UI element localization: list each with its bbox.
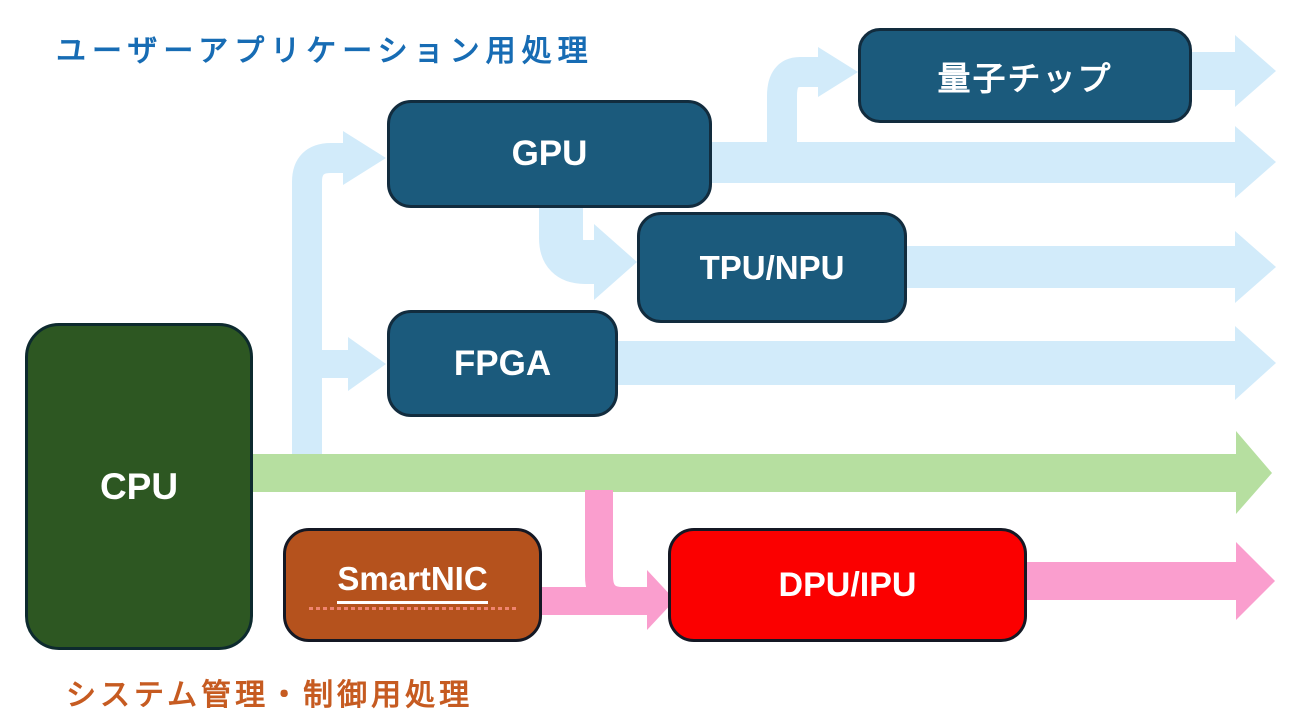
arrow-shaft	[767, 57, 818, 175]
arrow-head	[343, 131, 386, 185]
arrow-gpu-to-tpu	[539, 204, 637, 300]
arrow-shaft	[712, 142, 1235, 183]
tpu-npu-label: TPU/NPU	[699, 248, 845, 286]
arrow-gpu-to-edge	[712, 126, 1276, 198]
fpga-node: FPGA	[387, 310, 618, 417]
arrow-shaft	[322, 350, 348, 378]
arrow-shaft	[539, 204, 594, 284]
arrow-cpu-to-fpga	[322, 337, 386, 391]
arrow-head	[594, 224, 637, 300]
arrow-quantum-to-edge	[1190, 35, 1276, 107]
gpu-node: GPU	[387, 100, 712, 208]
quantum-chip-node: 量子チップ	[858, 28, 1192, 123]
fpga-label: FPGA	[453, 343, 552, 383]
arrow-head	[1235, 126, 1276, 198]
arrow-cpu-to-edge	[253, 431, 1272, 514]
arrow-cpu-to-dpu	[585, 490, 623, 615]
arrow-shaft	[292, 143, 343, 458]
arrow-head	[348, 337, 386, 391]
arrow-head	[1236, 542, 1275, 620]
arrow-smartnic-to-dpu	[541, 570, 675, 630]
arrow-shaft	[253, 454, 1236, 492]
arrow-head	[818, 47, 858, 97]
tpu-npu-node: TPU/NPU	[637, 212, 907, 323]
system-processing-title: システム管理・制御用処理	[66, 679, 474, 712]
arrow-fpga-to-edge	[616, 326, 1276, 400]
arrow-head	[1236, 431, 1272, 514]
user-processing-title: ユーザーアプリケーション用処理	[56, 35, 594, 68]
arrow-shaft	[1026, 562, 1236, 600]
gpu-label: GPU	[511, 134, 588, 173]
arrow-cpu-to-gpu	[292, 131, 386, 458]
arrow-dpu-to-edge	[1026, 542, 1275, 620]
arrow-shaft	[616, 341, 1235, 385]
quantum-chip-label: 量子チップ	[937, 59, 1113, 97]
arrow-head	[1235, 231, 1276, 303]
dpu-ipu-node: DPU/IPU	[668, 528, 1027, 642]
arrow-head	[647, 570, 675, 630]
arrow-shaft	[905, 246, 1235, 288]
arrow-shaft	[541, 587, 647, 615]
dpu-ipu-label: DPU/IPU	[778, 565, 917, 604]
smartnic-label: SmartNIC	[337, 560, 488, 604]
smartnic-node: SmartNIC	[283, 528, 542, 642]
arrow-gpu-to-quantum	[767, 47, 858, 175]
arrow-shaft	[585, 490, 623, 615]
cpu-label: CPU	[99, 465, 179, 507]
arrow-head	[1235, 35, 1276, 107]
arrow-shaft	[1190, 52, 1235, 90]
cpu-node: CPU	[25, 323, 253, 650]
smartnic-squiggle-underline	[308, 607, 517, 610]
arrow-tpu-to-edge	[905, 231, 1276, 303]
arrow-head	[1235, 326, 1276, 400]
